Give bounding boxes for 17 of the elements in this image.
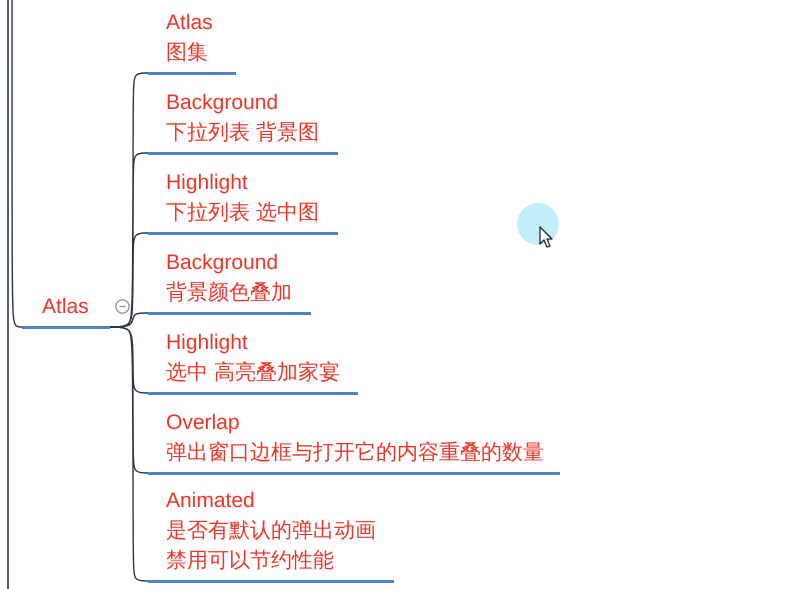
topic-label: Highlight [166, 330, 248, 356]
topic-note: 选中 高亮叠加家宴 [166, 360, 340, 386]
topic-label: Highlight [166, 170, 248, 196]
topic-label: Overlap [166, 410, 240, 436]
connector-line [11, 0, 22, 328]
topic-note: 下拉列表 背景图 [166, 120, 319, 146]
topic-label: Background [166, 250, 278, 276]
topic-note: 下拉列表 选中图 [166, 200, 319, 226]
topic-label: Atlas [42, 294, 89, 320]
topic-label: Atlas [166, 10, 213, 36]
topic-label: Background [166, 90, 278, 116]
topic-note: 禁用可以节约性能 [166, 548, 334, 574]
topic-label: Animated [166, 488, 255, 514]
topic-note: 是否有默认的弹出动画 [166, 518, 376, 544]
topic-note: 弹出窗口边框与打开它的内容重叠的数量 [166, 440, 544, 466]
topic-note: 背景颜色叠加 [166, 280, 292, 306]
topic-note: 图集 [166, 40, 208, 66]
